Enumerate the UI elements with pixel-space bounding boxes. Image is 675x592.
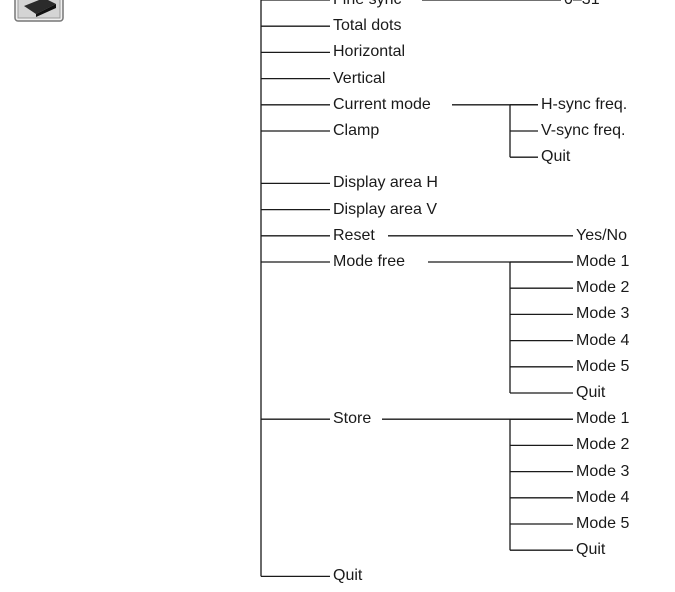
mode-free-option: Quit — [575, 384, 607, 402]
mode-free-option: Mode 3 — [575, 305, 631, 324]
menu-item-display-area-v: Display area V — [332, 200, 439, 219]
menu-item-current-mode: Current mode — [332, 95, 432, 114]
store-option: Mode 5 — [575, 515, 631, 533]
store-option: Quit — [575, 541, 607, 560]
mode-free-option: Mode 1 — [575, 253, 631, 271]
current-mode-option: V-sync freq. — [540, 122, 627, 140]
mode-free-option: Mode 2 — [575, 279, 631, 298]
menu-item-horizontal: Horizontal — [332, 43, 407, 62]
store-option: Mode 1 — [575, 410, 631, 429]
menu-item-quit: Quit — [332, 567, 364, 586]
menu-item-vertical: Vertical — [332, 69, 387, 88]
menu-item-total-dots: Total dots — [332, 17, 403, 36]
menu-item-clamp: Clamp — [332, 122, 381, 140]
menu-item-store: Store — [332, 410, 373, 429]
fine-sync-range: 0–31 — [563, 0, 601, 9]
menu-item-mode-free: Mode free — [332, 253, 407, 271]
store-option: Mode 4 — [575, 488, 631, 507]
store-option: Mode 2 — [575, 436, 631, 455]
reset-confirm: Yes/No — [575, 226, 628, 245]
menu-item-reset: Reset — [332, 226, 376, 245]
menu-item-display-area-h: Display area H — [332, 174, 439, 193]
current-mode-option: Quit — [540, 148, 572, 167]
mode-free-option: Mode 4 — [575, 331, 631, 350]
store-option: Mode 3 — [575, 462, 631, 481]
menu-item-fine-sync: Fine sync — [332, 0, 403, 9]
projector-icon — [14, 0, 64, 22]
current-mode-option: H-sync freq. — [540, 95, 629, 114]
mode-free-option: Mode 5 — [575, 357, 631, 376]
